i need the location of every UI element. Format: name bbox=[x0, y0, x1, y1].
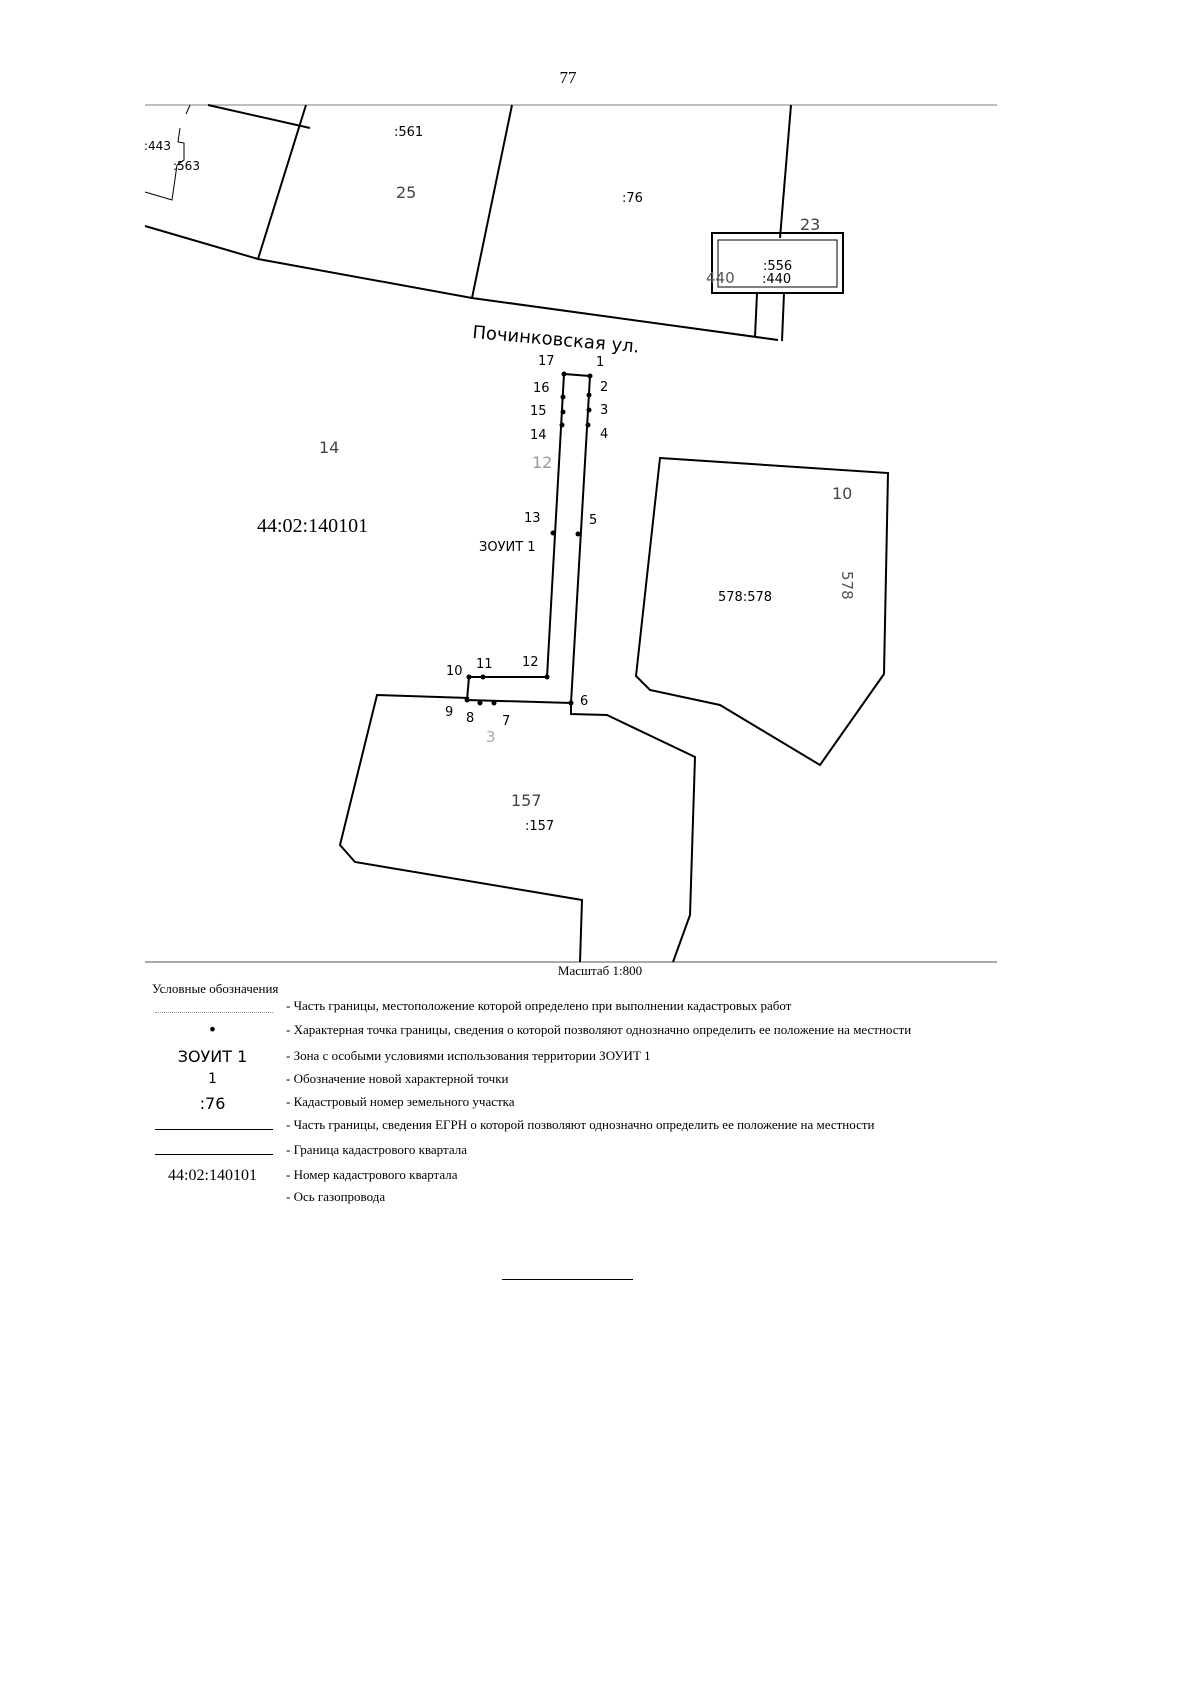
legend-text: - Зона с особыми условиями использования… bbox=[286, 1048, 651, 1063]
map-scale: Масштаб 1:800 bbox=[557, 963, 643, 978]
parcel-boundaries bbox=[144, 104, 890, 963]
legend-item: :76 - Кадастровый номер земельного участ… bbox=[150, 1094, 1010, 1114]
legend-text: - Характерная точка границы, сведения о … bbox=[286, 1022, 912, 1037]
parcel-label: 157 bbox=[511, 791, 542, 810]
point-label: 16 bbox=[533, 381, 550, 396]
legend-symbol: 1 bbox=[208, 1071, 217, 1087]
point-label: 11 bbox=[476, 657, 493, 672]
parcel-label: 12 bbox=[532, 453, 552, 472]
legend-quarter-line-symbol bbox=[155, 1154, 273, 1155]
point-label: 10 bbox=[446, 664, 463, 679]
parcel-label: 25 bbox=[396, 183, 416, 202]
legend-text: - Обозначение новой характерной точки bbox=[286, 1071, 509, 1086]
parcel-578 bbox=[634, 456, 890, 767]
point-label: 9 bbox=[445, 705, 453, 720]
parcel-label: 578 bbox=[838, 571, 856, 600]
point-label: 6 bbox=[580, 694, 588, 709]
parcel-label: :76 bbox=[622, 191, 643, 206]
point-label: 13 bbox=[524, 511, 541, 526]
point-label: 14 bbox=[530, 428, 547, 443]
legend-item: 44:02:140101 - Номер кадастрового кварта… bbox=[150, 1167, 1010, 1187]
point-label: 1 bbox=[596, 355, 604, 370]
parcel-label: :556 bbox=[763, 259, 792, 274]
legend-text: - Номер кадастрового квартала bbox=[286, 1167, 458, 1182]
page-number: 77 bbox=[559, 68, 577, 87]
parcel-label: 440 bbox=[706, 269, 735, 287]
cadastral-map: 1 2 3 4 5 6 7 8 9 10 11 12 13 14 15 16 1… bbox=[144, 104, 997, 963]
zone-zouit-1 bbox=[465, 372, 591, 705]
building-23-inner bbox=[717, 239, 838, 288]
quarter-number: 44:02:140101 bbox=[257, 515, 368, 537]
parcel-label: 10 bbox=[832, 484, 852, 503]
point-label: 5 bbox=[589, 513, 597, 528]
point-label: 12 bbox=[522, 655, 539, 670]
legend-item: - Часть границы, местоположение которой … bbox=[150, 998, 1010, 1018]
legend-solid-line-symbol bbox=[155, 1129, 273, 1130]
legend-item: ЗОУИТ 1 - Зона с особыми условиями испол… bbox=[150, 1047, 1010, 1068]
parcel-label: :157 bbox=[525, 819, 554, 834]
point-label: 4 bbox=[600, 427, 608, 442]
legend-item: • - Характерная точка границы, сведения … bbox=[150, 1020, 1010, 1042]
legend-item: - Ось газопровода bbox=[150, 1189, 1010, 1209]
parcel-label: :563 bbox=[173, 159, 200, 173]
parcel-labels: 14 12 10 578:578 578 157 :157 3 25 :561 … bbox=[144, 125, 856, 834]
point-label: 2 bbox=[600, 380, 608, 395]
boundary-points bbox=[464, 371, 593, 706]
legend-symbol: ЗОУИТ 1 bbox=[177, 1047, 248, 1066]
point-labels: 1 2 3 4 5 6 7 8 9 10 11 12 13 14 15 16 1… bbox=[445, 354, 608, 729]
parcel-label: :561 bbox=[394, 125, 423, 140]
parcel-label: :443 bbox=[144, 139, 171, 153]
legend-text: - Часть границы, местоположение которой … bbox=[286, 998, 792, 1013]
legend-dashed-line-symbol bbox=[155, 1012, 273, 1013]
parcel-label: 3 bbox=[486, 728, 496, 746]
legend-text: - Часть границы, сведения ЕГРН о которой… bbox=[286, 1117, 875, 1132]
point-label: 3 bbox=[600, 403, 608, 418]
street-boundary bbox=[144, 225, 779, 341]
parcel-label: :440 bbox=[762, 272, 791, 287]
legend-item: - Часть границы, сведения ЕГРН о которой… bbox=[150, 1117, 1010, 1137]
street-label: Починковская ул. bbox=[472, 322, 641, 358]
parcel-label: 23 bbox=[800, 215, 820, 234]
parcel-label: 14 bbox=[319, 438, 339, 457]
legend-title: Условные обозначения bbox=[152, 981, 279, 996]
legend-item: 1 - Обозначение новой характерной точки bbox=[150, 1071, 1010, 1091]
legend-text: - Кадастровый номер земельного участка bbox=[286, 1094, 515, 1109]
parcel-157 bbox=[338, 693, 584, 963]
footnote-rule bbox=[502, 1279, 633, 1280]
legend-point-icon: • bbox=[207, 1020, 218, 1039]
point-label: 15 bbox=[530, 404, 547, 419]
legend-item: - Граница кадастрового квартала bbox=[150, 1142, 1010, 1162]
point-label: 7 bbox=[502, 714, 510, 729]
legend-text: - Ось газопровода bbox=[286, 1189, 386, 1204]
legend-symbol: :76 bbox=[199, 1094, 226, 1113]
zone-label: ЗОУИТ 1 bbox=[479, 540, 536, 555]
building-23-outer bbox=[711, 232, 844, 294]
point-label: 8 bbox=[466, 711, 474, 726]
legend-symbol: 44:02:140101 bbox=[168, 1167, 257, 1184]
parcel-label: 578:578 bbox=[718, 590, 772, 605]
point-label: 17 bbox=[538, 354, 555, 369]
legend-text: - Граница кадастрового квартала bbox=[286, 1142, 467, 1157]
